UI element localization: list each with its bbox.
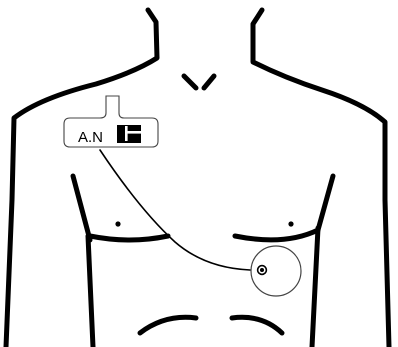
nipple-right bbox=[288, 221, 293, 226]
abdomen-left bbox=[140, 317, 196, 333]
electrode-snap-inner bbox=[260, 268, 264, 272]
side-left bbox=[88, 236, 93, 347]
collarbone-notch-left bbox=[184, 76, 196, 88]
pectoral-lines bbox=[90, 230, 318, 240]
pectoral-left bbox=[90, 236, 168, 240]
collarbone-notch bbox=[184, 76, 214, 88]
abdomen-right bbox=[232, 317, 282, 333]
pectoral-right bbox=[235, 230, 318, 240]
side-right bbox=[312, 228, 318, 347]
armpit-left bbox=[73, 176, 90, 240]
device-connector-white-post bbox=[125, 126, 128, 141]
ecg-patch-device: A.N bbox=[64, 96, 158, 147]
device-label: A.N bbox=[78, 129, 103, 146]
armpit-right bbox=[318, 176, 333, 230]
collarbone-notch-right bbox=[204, 76, 214, 88]
torso-outline bbox=[6, 10, 389, 347]
wire-lead bbox=[100, 150, 250, 270]
nipple-left bbox=[115, 221, 120, 226]
device-connector bbox=[117, 125, 141, 143]
abdomen-lines bbox=[140, 317, 282, 333]
device-connector-white-bar bbox=[126, 131, 141, 134]
electrode-pad bbox=[251, 246, 301, 296]
neck-left bbox=[6, 10, 157, 347]
